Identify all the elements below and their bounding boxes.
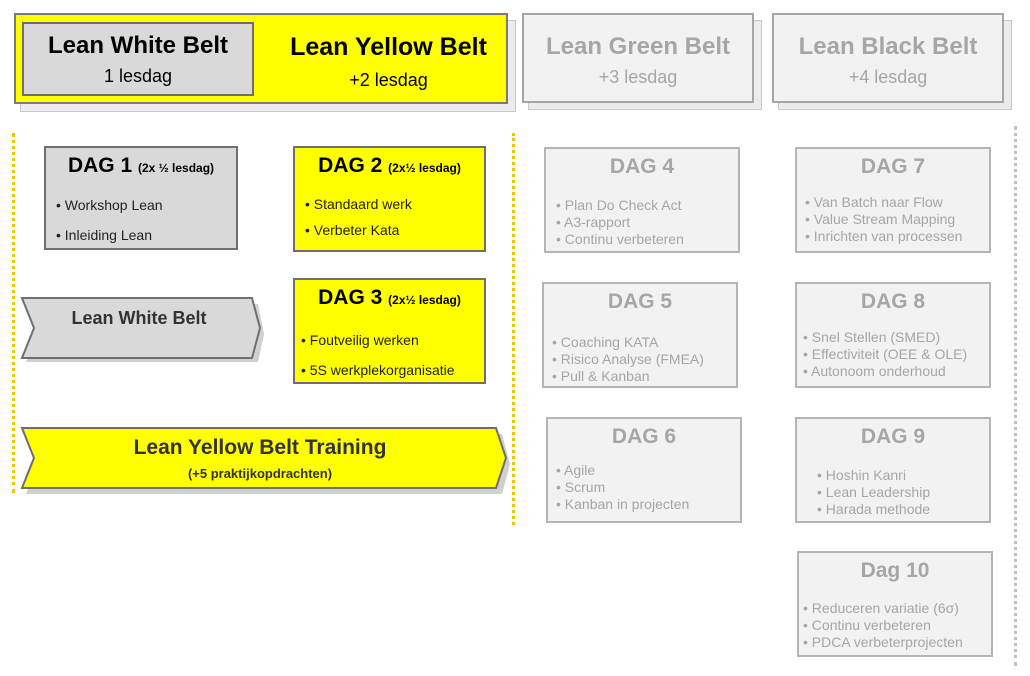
day-7-title: DAG 7 (860, 155, 926, 178)
black-belt-subtitle: +4 lesdag (848, 67, 928, 87)
white-belt-arrow-label: Lean White Belt (71, 308, 207, 328)
day-8-item-1: • Snel Stellen (SMED) (803, 329, 941, 345)
separator-left (12, 133, 15, 493)
day-4-box: DAG 4 • Plan Do Check Act • A3-rapport •… (544, 147, 740, 253)
day-2-box: DAG 2 (2x½ lesdag) • Standaard werk • Ve… (293, 146, 486, 252)
yellow-belt-arrow (20, 427, 510, 494)
day-6-box: DAG 6 • Agile • Scrum • Kanban in projec… (546, 417, 742, 523)
day-6-item-1: • Agile (556, 462, 596, 478)
day-6-title: DAG 6 (611, 425, 677, 448)
day-5-box: DAG 5 • Coaching KATA • Risico Analyse (… (542, 282, 738, 388)
white-belt-title: Lean White Belt (47, 32, 228, 59)
day-1-title: DAG 1 (67, 154, 133, 177)
day-6-item-3: • Kanban in projecten (556, 496, 690, 512)
separator-right (1014, 126, 1017, 666)
white-belt-arrow (20, 297, 264, 362)
day-1-item-2: • Inleiding Lean (56, 227, 152, 243)
yellow-belt-title: Lean Yellow Belt (290, 33, 487, 61)
day-7-box: DAG 7 • Van Batch naar Flow • Value Stre… (795, 147, 991, 253)
day-10-item-1: • Reduceren variatie (6σ) (803, 600, 959, 616)
black-belt-header: Lean Black Belt +4 lesdag (772, 13, 1004, 103)
day-6-item-2: • Scrum (556, 479, 606, 495)
day-1-item-1: • Workshop Lean (56, 197, 163, 213)
day-4-item-1: • Plan Do Check Act (556, 197, 682, 213)
day-4-title: DAG 4 (609, 155, 675, 178)
day-10-title: Dag 10 (860, 559, 930, 582)
green-belt-subtitle: +3 lesdag (598, 67, 678, 87)
day-2-item-1: • Standaard werk (305, 196, 412, 212)
day-9-title: DAG 9 (860, 425, 926, 448)
day-3-item-2: • 5S werkplekorganisatie (301, 362, 455, 378)
day-3-note: (2x½ lesdag) (388, 293, 461, 307)
day-5-item-3: • Pull & Kanban (552, 368, 650, 384)
day-5-item-1: • Coaching KATA (552, 334, 659, 350)
black-belt-title: Lean Black Belt (798, 33, 978, 60)
day-9-item-3: • Harada methode (817, 501, 931, 517)
day-10-item-2: • Continu verbeteren (803, 617, 931, 633)
yellow-belt-subtitle: +2 lesdag (349, 70, 428, 90)
white-belt-subtitle: 1 lesdag (103, 66, 173, 86)
separator-middle (512, 133, 515, 525)
day-9-box: DAG 9 • Hoshin Kanri • Lean Leadership •… (795, 417, 991, 523)
day-7-item-3: • Inrichten van processen (805, 228, 963, 244)
green-belt-header: Lean Green Belt +3 lesdag (522, 13, 754, 103)
day-4-item-3: • Continu verbeteren (556, 231, 684, 247)
day-7-item-2: • Value Stream Mapping (805, 211, 956, 227)
day-8-item-2: • Effectiviteit (OEE & OLE) (803, 346, 968, 362)
day-8-box: DAG 8 • Snel Stellen (SMED) • Effectivit… (795, 282, 991, 388)
day-9-item-2: • Lean Leadership (817, 484, 931, 500)
day-2-note: (2x½ lesdag) (388, 161, 461, 175)
day-4-item-2: • A3-rapport (556, 214, 631, 230)
white-belt-header: Lean White Belt 1 lesdag (22, 22, 254, 96)
yellow-belt-arrow-sublabel: (+5 praktijkopdrachten) (187, 466, 333, 481)
day-9-item-1: • Hoshin Kanri (817, 467, 906, 483)
day-1-note: (2x ½ lesdag) (138, 161, 215, 175)
green-belt-title: Lean Green Belt (545, 33, 731, 60)
day-2-item-2: • Verbeter Kata (305, 222, 400, 238)
day-5-title: DAG 5 (607, 290, 673, 313)
day-1-box: DAG 1 (2x ½ lesdag) • Workshop Lean • In… (44, 146, 238, 250)
day-3-title: DAG 3 (318, 286, 383, 309)
day-10-item-3: • PDCA verbeterprojecten (803, 634, 963, 650)
yellow-belt-arrow-label: Lean Yellow Belt Training (133, 436, 387, 459)
day-8-title: DAG 8 (860, 290, 926, 313)
day-8-item-3: • Autonoom onderhoud (803, 363, 946, 379)
day-2-title: DAG 2 (318, 154, 383, 177)
day-5-item-2: • Risico Analyse (FMEA) (552, 351, 704, 367)
day-7-item-1: • Van Batch naar Flow (805, 194, 943, 210)
day-3-item-1: • Foutveilig werken (301, 332, 419, 348)
day-3-box: DAG 3 (2x½ lesdag) • Foutveilig werken •… (293, 278, 486, 384)
day-10-box: Dag 10 • Reduceren variatie (6σ) • Conti… (797, 551, 993, 657)
